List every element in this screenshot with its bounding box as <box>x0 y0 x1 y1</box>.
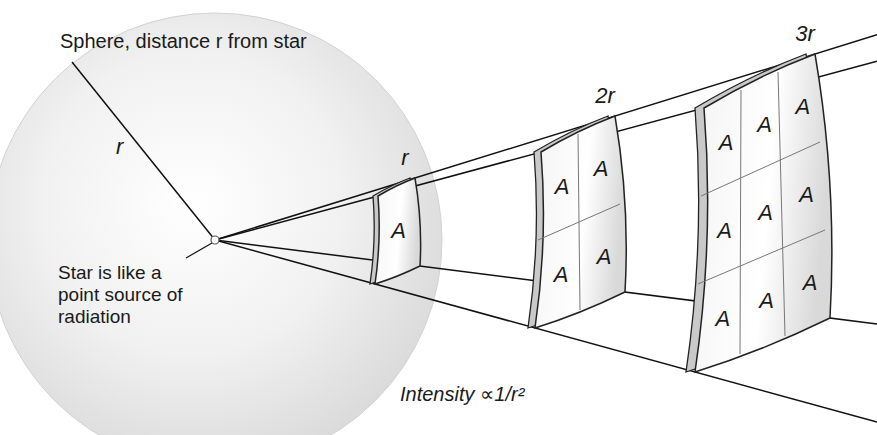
patch-shape <box>359 132 434 294</box>
area-label: A <box>758 200 773 225</box>
patch-face <box>375 178 421 284</box>
star-point <box>211 236 219 244</box>
area-label: A <box>717 218 732 243</box>
distance-label: r <box>401 145 408 170</box>
area-label: A <box>597 244 612 269</box>
grid-line <box>778 72 785 336</box>
area-label: A <box>757 112 772 137</box>
area-patch: 3rAAAAAAAAA <box>679 8 856 382</box>
law-label: Intensity ∝1/r² <box>400 383 524 406</box>
grid-line <box>538 204 620 240</box>
area-patch: 2rAAAA <box>519 70 645 338</box>
distance-label: 2r <box>595 83 615 108</box>
radius-label: r <box>116 134 123 159</box>
area-label: A <box>803 270 818 295</box>
sphere-caption: Sphere, distance r from star <box>60 30 307 53</box>
area-label: A <box>554 262 569 287</box>
area-label: A <box>715 306 730 331</box>
sphere-outline <box>0 13 442 435</box>
patch-face <box>695 54 832 372</box>
star-label: Star is like a point source of radiation <box>58 262 186 328</box>
leader-line <box>186 243 212 258</box>
patch-shape <box>679 8 856 382</box>
area-label: A <box>799 182 814 207</box>
grid-line <box>740 90 741 354</box>
distance-label: 3r <box>795 21 815 46</box>
area-label: A <box>795 94 810 119</box>
area-patch: rA <box>359 132 434 294</box>
patch-face <box>535 116 626 328</box>
area-label: A <box>719 130 734 155</box>
patch-shape <box>519 70 645 338</box>
area-label: A <box>555 174 570 199</box>
radius-line <box>72 62 215 240</box>
area-label: A <box>594 156 609 181</box>
area-label: A <box>391 218 406 243</box>
area-label: A <box>759 288 774 313</box>
